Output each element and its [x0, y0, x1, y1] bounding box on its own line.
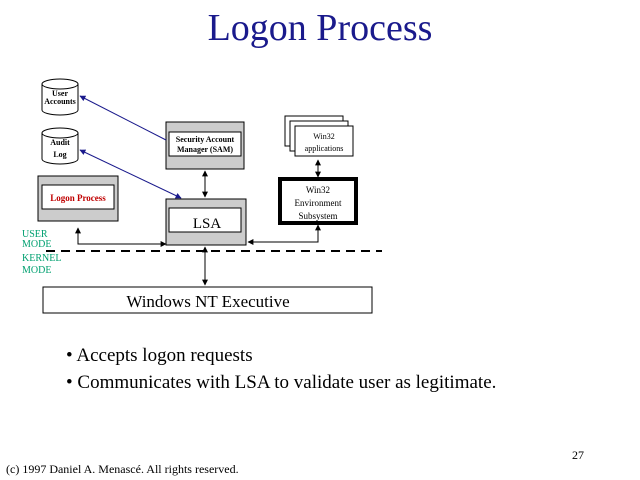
user-accounts-label-1: User: [52, 89, 68, 98]
sam-label-1: Security Account: [176, 135, 235, 144]
sam-box: Security Account Manager (SAM): [165, 121, 245, 170]
audit-log-label-2: Log: [53, 150, 66, 159]
user-accounts-label-2: Accounts: [44, 97, 76, 106]
sam-label-2: Manager (SAM): [177, 145, 233, 154]
copyright-notice: (c) 1997 Daniel A. Menascé. All rights r…: [6, 462, 239, 476]
audit-log-label-1: Audit: [50, 138, 70, 147]
lsa-box: LSA: [165, 198, 247, 246]
executive-box: Windows NT Executive: [42, 286, 373, 314]
audit-log-database: Audit Log: [41, 127, 79, 165]
auditlog-lsa-link: [79, 149, 182, 199]
logon-process-label: Logon Process: [50, 193, 106, 203]
win32-env-label-1: Win32: [306, 185, 330, 195]
win32-applications: Win32 applications: [284, 115, 354, 157]
executive-label: Windows NT Executive: [126, 292, 289, 311]
win32-apps-label-1: Win32: [313, 132, 334, 141]
lsa-env-arrow: [247, 224, 321, 245]
lsa-label: LSA: [193, 216, 222, 232]
kernel-mode-label-1: KERNEL: [22, 253, 61, 264]
logon-process-box: Logon Process: [37, 175, 119, 222]
win32-env-label-3: Subsystem: [298, 211, 337, 221]
logon-lsa-arrow: [75, 227, 167, 247]
kernel-mode-label-2: MODE: [22, 265, 51, 276]
accounts-sam-link: [79, 95, 167, 141]
win32-environment-box: Win32 Environment Subsystem: [278, 177, 358, 225]
bullet-list: Accepts logon requests Communicates with…: [66, 342, 496, 396]
user-mode-label-1: USER: [22, 229, 48, 240]
bullet-item: Accepts logon requests: [66, 342, 496, 369]
user-mode-label-2: MODE: [22, 239, 51, 250]
user-accounts-database: User Accounts: [41, 78, 79, 116]
slide-title: Logon Process: [207, 7, 433, 49]
bullet-item: Communicates with LSA to validate user a…: [66, 369, 496, 396]
page-number: 27: [572, 448, 584, 462]
win32-apps-label-2: applications: [305, 144, 344, 153]
win32-env-label-2: Environment: [295, 198, 342, 208]
